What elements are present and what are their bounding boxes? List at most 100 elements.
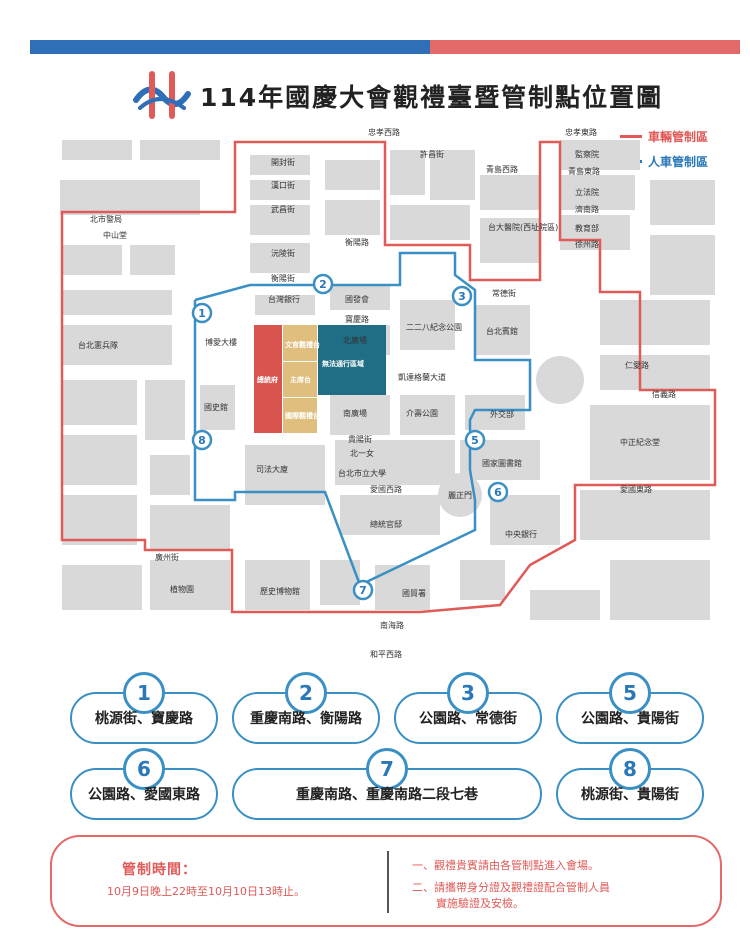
note-2: 二、請攜帶身分證及觀禮證配合管制人員: [412, 881, 610, 894]
label-zongtongfu: 總統府: [257, 375, 278, 384]
label-hankou: 漢口街: [271, 180, 295, 190]
label-taibei-bingyu: 台北憲兵隊: [78, 340, 118, 350]
legend-vehicle-label: 車輛管制區: [648, 130, 709, 144]
label-qingdao: 青島西路: [486, 164, 518, 174]
checkpoint-card-6: 6 公園路、愛國東路: [70, 748, 218, 820]
map-cp-6-num: 6: [494, 486, 502, 499]
label-aiguo-e: 愛國東路: [620, 484, 652, 494]
checkpoint-card-8: 8 桃源街、貴陽街: [556, 748, 704, 820]
label-guiyang: 貴陽街: [348, 434, 372, 444]
map-cp-7-num: 7: [359, 584, 367, 597]
legend: 車輛管制區 人車管制區: [620, 128, 708, 178]
label-tmu: 台北市立大學: [338, 468, 386, 478]
checkpoint-label-2: 重慶南路、衡陽路: [250, 711, 362, 727]
checkpoint-label-3: 公園路、常德街: [419, 711, 517, 727]
map-cp-8-num: 8: [198, 434, 206, 447]
label-lizhengmen: 麗正門: [448, 491, 472, 500]
label-zhiwuyuan: 植物園: [170, 584, 194, 594]
map-cp-2-num: 2: [319, 278, 327, 291]
legend-vehicle-swatch: [620, 135, 642, 138]
label-stand-3: 國際觀禮台: [285, 411, 320, 420]
label-hengyang-st: 衡陽街: [271, 273, 295, 283]
label-guangzhou: 廣州街: [155, 552, 179, 562]
label-wuchang: 武昌街: [271, 204, 295, 214]
label-lifayuan: 立法院: [575, 187, 599, 197]
pedestrian-control-line: [193, 251, 532, 587]
map-cp-2: [312, 273, 334, 295]
label-passage: 無法通行區域: [322, 359, 364, 368]
info-divider: [387, 851, 389, 913]
label-zhongyang: 中央銀行: [505, 529, 537, 539]
label-zhongxiao-w: 忠孝西路: [368, 127, 400, 137]
checkpoint-num-6: 6: [123, 748, 165, 790]
map-cp-6: [487, 481, 509, 503]
map-cp-8: [191, 429, 213, 451]
label-baoqing: 寶慶路: [345, 314, 369, 324]
label-taiwanbank: 台灣銀行: [268, 294, 300, 304]
label-xuzhou: 徐州路: [575, 239, 599, 249]
label-boai-building: 博愛大樓: [205, 337, 237, 347]
title-area: 114年國慶大會觀禮臺暨管制點位置圖: [130, 70, 690, 120]
label-xuchang: 許昌街: [420, 149, 444, 159]
label-zhongzheng: 中正紀念堂: [620, 437, 660, 447]
note-1: 一、觀禮貴賓請由各管制點進入會場。: [412, 859, 599, 872]
top-bar-blue: [30, 40, 430, 54]
label-renai: 仁愛路: [625, 360, 649, 370]
legend-pedestrian: 人車管制區: [620, 153, 708, 170]
label-guomao: 國貿署: [402, 588, 426, 598]
jingfu-circle: [536, 356, 584, 404]
label-guofahui: 國發會: [345, 294, 369, 304]
label-taidabinguan: 台北賓館: [486, 326, 518, 336]
label-heping: 和平西路: [370, 649, 402, 659]
label-qingdao-e: 青島東路: [568, 166, 600, 176]
map-checkpoints: [191, 273, 509, 601]
top-color-bar: [30, 40, 740, 54]
checkpoint-num-8: 8: [609, 748, 651, 790]
checkpoint-num-2: 2: [285, 672, 327, 714]
control-time-value: 10月9日晚上22時至10月10日13時止。: [107, 885, 305, 898]
plaza-labels: 總統府 文官觀禮台 主席台 國際觀禮台 無法通行區域: [257, 340, 364, 420]
label-sifadasha: 司法大廈: [256, 464, 288, 474]
label-kaifeng: 開封街: [271, 157, 295, 167]
label-jianchayuan: 監察院: [575, 149, 599, 159]
label-waijiaobu: 外交部: [490, 409, 514, 419]
control-info-box: 管制時間： 10月9日晚上22時至10月10日13時止。 一、觀禮貴賓請由各管制…: [50, 835, 722, 927]
map-cp-3: [451, 285, 473, 307]
label-aiguo: 愛國西路: [370, 484, 402, 494]
label-ntuh: 台大醫院(西址院區): [488, 222, 558, 232]
checkpoint-num-7: 7: [366, 748, 408, 790]
checkpoint-num-1: 1: [123, 672, 165, 714]
label-jinan: 濟南路: [575, 204, 599, 214]
checkpoint-label-1: 桃源街、寶慶路: [95, 711, 193, 727]
map-blocks: [60, 140, 715, 620]
label-xinyi: 信義路: [652, 389, 676, 399]
top-bar-red: [430, 40, 740, 54]
label-jieshou: 介壽公園: [406, 408, 438, 418]
label-beiguangchang: 北廣場: [343, 335, 367, 345]
map-cp-7: [352, 579, 374, 601]
checkpoint-label-7: 重慶南路、重慶南路二段七巷: [296, 787, 478, 803]
label-beishi: 北市警局: [90, 214, 122, 224]
map-cp-1-num: 1: [198, 307, 206, 320]
map-cp-5: [464, 429, 486, 451]
label-lishibowu: 歷史博物館: [260, 586, 300, 596]
map-labels: 忠孝西路 忠孝東路 北市警局 中山堂 開封街 漢口街 武昌街 沅陵街 衡陽街 衡…: [78, 127, 676, 659]
no-pass-area: [318, 325, 386, 395]
map-cp-3-num: 3: [458, 290, 466, 303]
note-2b: 實施驗證及安檢。: [436, 897, 524, 910]
label-yuanling: 沅陵街: [271, 248, 295, 258]
logo-icon: [133, 71, 191, 119]
lizheng-circle: [438, 473, 482, 517]
label-guoshiguan: 國史館: [204, 402, 228, 412]
label-nanhai: 南海路: [380, 620, 404, 630]
label-erbaer: 二二八紀念公園: [406, 322, 462, 332]
legend-pedestrian-swatch: [620, 160, 642, 163]
map-cp-5-num: 5: [471, 434, 479, 447]
label-ketagalan: 凱達格蘭大道: [398, 372, 446, 382]
checkpoint-label-6: 公園路、愛國東路: [88, 787, 200, 803]
vehicle-control-line: [60, 140, 717, 614]
checkpoint-label-8: 桃源街、貴陽街: [581, 787, 679, 803]
label-hengyang-rd: 衡陽路: [345, 237, 369, 247]
label-zhongxiao-e: 忠孝東路: [565, 127, 597, 137]
map-checkpoint-numbers: 1 2 3 5 6 7 8: [198, 278, 502, 597]
